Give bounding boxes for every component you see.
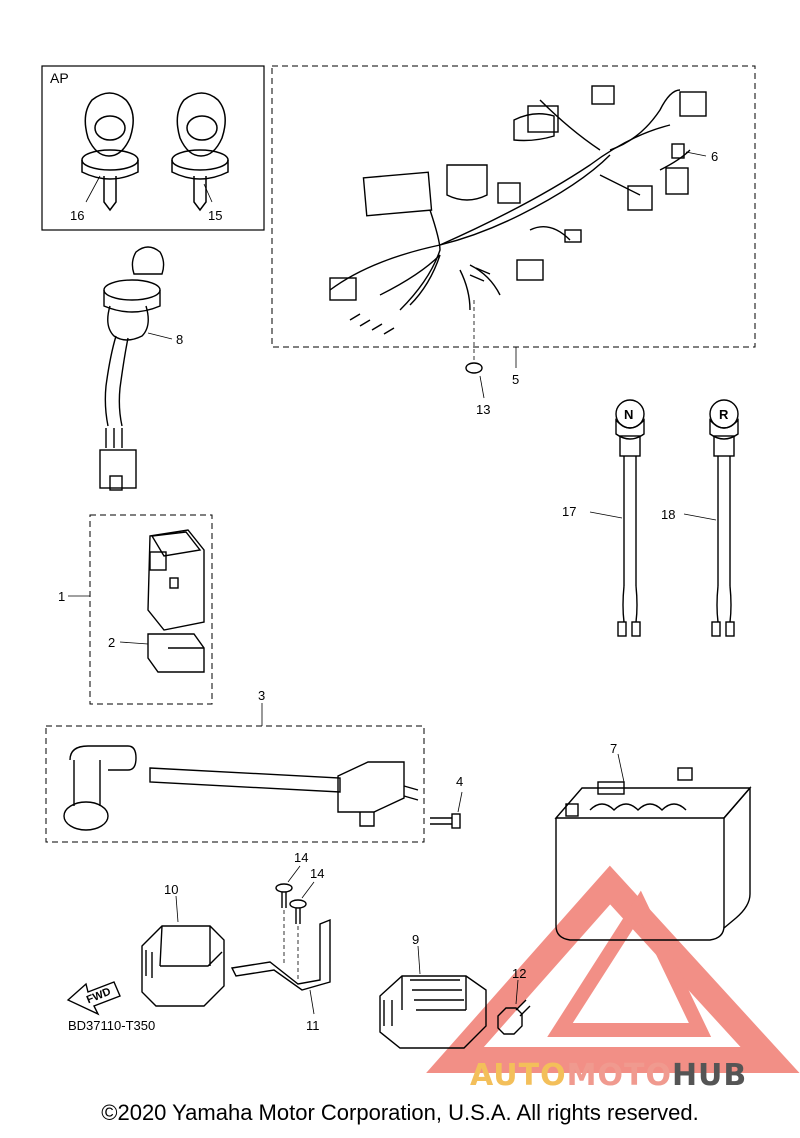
watermark-logo-icon	[426, 865, 800, 1073]
part-label-5: 5	[512, 372, 519, 387]
leader-10	[175, 895, 179, 923]
reverse-switch-18-icon	[709, 399, 739, 637]
cdi-unit-icon	[147, 529, 205, 673]
ignition-coil-icon	[63, 745, 419, 831]
screw-14b-icon	[289, 899, 307, 924]
part-label-4: 4	[456, 774, 463, 789]
switch-letter-r: R	[719, 407, 729, 422]
leader-15	[203, 183, 213, 203]
part-label-3: 3	[258, 688, 265, 703]
bolt-4-icon	[430, 813, 461, 829]
leader-12	[515, 979, 519, 1005]
leader-2	[119, 641, 149, 645]
leader-14b	[301, 881, 315, 899]
key-16-icon	[81, 92, 139, 212]
leader-18	[683, 513, 717, 521]
ap-kit-box	[41, 65, 265, 231]
fwd-label: FWD	[85, 986, 113, 1007]
ap-label: AP	[50, 70, 69, 86]
relay-10-icon	[141, 925, 225, 1007]
leader-11	[309, 989, 315, 1015]
watermark-moto: MOTO	[566, 1058, 672, 1093]
cdi-unit-box	[89, 514, 213, 705]
leader-16	[85, 175, 101, 203]
fwd-arrow-icon	[66, 981, 121, 1016]
leader-8	[147, 332, 173, 340]
part-label-6: 6	[711, 149, 718, 164]
ignition-coil-box	[45, 725, 425, 843]
watermark-hub: HUB	[671, 1058, 748, 1093]
bracket-11-icon	[230, 918, 331, 991]
neutral-switch-17-icon	[615, 399, 645, 637]
part-label-16: 16	[70, 208, 84, 223]
part-label-7: 7	[610, 741, 617, 756]
part-label-14b: 14	[310, 866, 324, 881]
part-label-1: 1	[58, 589, 65, 604]
main-switch-8-icon	[99, 246, 165, 491]
part-label-14a: 14	[294, 850, 308, 865]
wire-harness-box	[271, 65, 756, 348]
copyright-notice: ©2020 Yamaha Motor Corporation, U.S.A. A…	[101, 1100, 699, 1125]
part-label-10: 10	[164, 882, 178, 897]
leader-17	[589, 511, 623, 519]
leader-6	[685, 151, 707, 157]
battery-7-icon	[554, 767, 752, 941]
part-label-15: 15	[208, 208, 222, 223]
part-label-9: 9	[412, 932, 419, 947]
switch-letter-n: N	[624, 407, 633, 422]
leader-4	[457, 791, 463, 813]
part-label-11: 11	[306, 1018, 320, 1033]
bolt-12-icon	[497, 999, 531, 1035]
key-15-icon	[171, 92, 229, 212]
watermark-auto: AUTO	[470, 1058, 567, 1093]
watermark-text: AUTOMOTOHUB	[470, 1058, 747, 1093]
part-label-13: 13	[476, 402, 490, 417]
wire-harness-icon	[329, 85, 707, 335]
screw-14a-icon	[275, 883, 293, 908]
part-label-8: 8	[176, 332, 183, 347]
leader-7	[617, 753, 625, 783]
leader-9	[417, 945, 421, 975]
washer-13-icon	[465, 362, 483, 374]
part-label-2: 2	[108, 635, 115, 650]
leader-13	[479, 375, 485, 399]
part-label-18: 18	[661, 507, 675, 522]
part-label-12: 12	[512, 966, 526, 981]
part-label-17: 17	[562, 504, 576, 519]
diagram-code: BD37110-T350	[68, 1018, 155, 1033]
rectifier-9-icon	[379, 975, 487, 1049]
leader-14a	[287, 865, 301, 883]
